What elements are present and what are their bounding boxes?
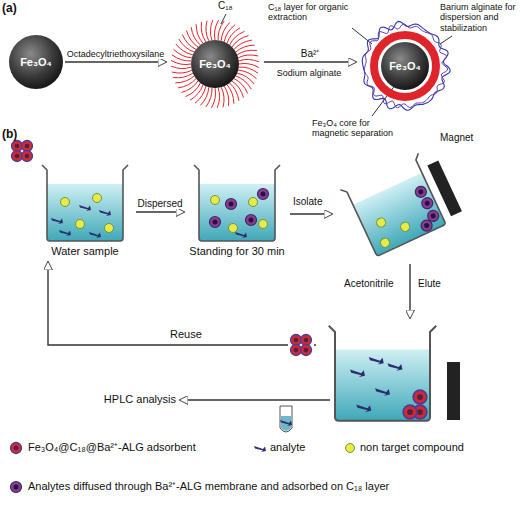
beaker-shape	[35, 162, 135, 242]
annotation: C₁₈	[218, 0, 233, 12]
annotation: Elute	[418, 278, 441, 290]
legend-icon	[346, 444, 355, 453]
beaker-caption: Standing for 30 min	[185, 245, 289, 258]
annotation: Barium alginate for dispersion and stabi…	[440, 2, 518, 33]
annotation: Magnet	[440, 132, 473, 144]
annotation: C₁₈ layer for organic extraction	[268, 2, 354, 23]
legend-icon	[11, 482, 22, 493]
annotation: Reuse	[170, 328, 202, 341]
panel-label: (a)	[2, 2, 17, 16]
particle-node: Fe₃O₄	[357, 18, 453, 114]
legend-text: analyte	[270, 441, 305, 454]
beaker-node: Standing for 30 min	[185, 162, 289, 261]
particle-node: Fe₃O₄	[8, 34, 64, 90]
arrow-label: Ba²⁺	[300, 48, 321, 60]
annotation: Fe₃O₄ core for magnetic separation	[312, 118, 398, 139]
arrow-label: Octadecyltriethoxysilane	[66, 49, 166, 59]
core-label: Fe₃O₄	[20, 56, 52, 69]
beaker-node: Water sample	[35, 162, 135, 261]
core-label: Fe₃O₄	[389, 60, 421, 73]
legend-icon	[254, 446, 266, 452]
legend-text: Analytes diffused through Ba²⁺-ALG membr…	[28, 480, 508, 493]
annotation: HPLC analysis	[90, 393, 176, 406]
annotation: Isolate	[293, 196, 322, 208]
panel-label: (b)	[2, 128, 17, 142]
annotation: Acetonitrile	[344, 278, 393, 290]
process-arrow	[264, 61, 356, 62]
annotation: Sodium alginate	[262, 68, 356, 78]
legend-icon	[11, 443, 22, 454]
particle-node: Fe₃O₄	[167, 16, 263, 112]
legend-text: Fe₃O₄@C₁₈@Ba²⁺-ALG adsorbent	[28, 441, 196, 454]
beaker-shape	[187, 162, 287, 242]
core-label: Fe₃O₄	[199, 58, 231, 71]
process-arrow	[65, 61, 166, 62]
process-arrow	[136, 211, 184, 212]
beaker-caption: Water sample	[35, 245, 135, 258]
legend-text: non target compound	[360, 441, 464, 454]
arrow-label: Dispersed	[136, 198, 183, 210]
